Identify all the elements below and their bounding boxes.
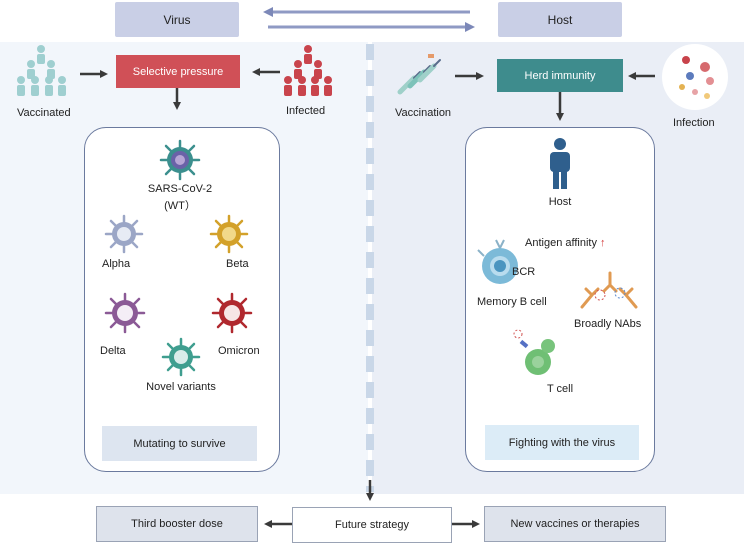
omicron-label: Omicron	[218, 345, 260, 357]
t-cell-label: T cell	[546, 383, 574, 395]
herd-immunity-box: Herd immunity	[497, 59, 623, 92]
up-arrow-icon: ↑	[600, 237, 606, 249]
wt-label: (WT）	[164, 200, 196, 212]
bcr-label: BCR	[512, 266, 536, 278]
person-icon	[550, 138, 570, 189]
sars-cov-2-virus-icon	[159, 139, 201, 181]
memory-b-cell-icon	[477, 239, 518, 284]
host-immunity-box	[465, 127, 655, 472]
alpha-label: Alpha	[102, 258, 131, 270]
delta-label: Delta	[100, 345, 126, 357]
vaccination-label: Vaccination	[395, 107, 452, 119]
beta-label: Beta	[226, 258, 249, 270]
virus-header: Virus	[115, 2, 239, 37]
host-header: Host	[498, 2, 622, 37]
broadly-nabs-label: Broadly NAbs	[574, 318, 642, 330]
delta-virus-icon	[104, 292, 146, 334]
future-strategy-box: Future strategy	[292, 507, 452, 543]
infection-viruses-icon	[662, 44, 728, 110]
new-vaccines-box: New vaccines or therapies	[484, 506, 666, 542]
omicron-virus-icon	[211, 292, 253, 334]
vaccinated-label: Vaccinated	[17, 107, 71, 119]
novel-variants-label: Novel variants	[146, 381, 216, 393]
antigen-affinity-label: Antigen affinity ↑	[525, 237, 606, 249]
panel-divider	[366, 44, 374, 492]
mutating-to-survive-box: Mutating to survive	[102, 426, 257, 461]
selective-pressure-box: Selective pressure	[116, 55, 240, 88]
fighting-virus-box: Fighting with the virus	[485, 425, 639, 460]
infected-people-icon	[284, 45, 332, 96]
t-cell-icon	[513, 329, 555, 375]
novel-variant-virus-icon	[161, 337, 201, 377]
antigen-affinity-text: Antigen affinity	[525, 237, 597, 249]
broadly-nabs-antibody-icon	[580, 271, 638, 309]
beta-virus-icon	[209, 214, 249, 254]
vaccinated-people-icon	[17, 45, 66, 96]
sars-cov-2-label: SARS-CoV-2	[147, 183, 213, 195]
memory-b-cell-label: Memory B cell	[477, 296, 547, 308]
infection-label: Infection	[673, 117, 715, 129]
third-booster-box: Third booster dose	[96, 506, 258, 542]
host-label: Host	[548, 196, 572, 208]
virus-evolution-box	[84, 127, 280, 472]
alpha-virus-icon	[104, 214, 144, 254]
infected-label: Infected	[286, 105, 326, 117]
syringe-icon	[397, 54, 441, 95]
